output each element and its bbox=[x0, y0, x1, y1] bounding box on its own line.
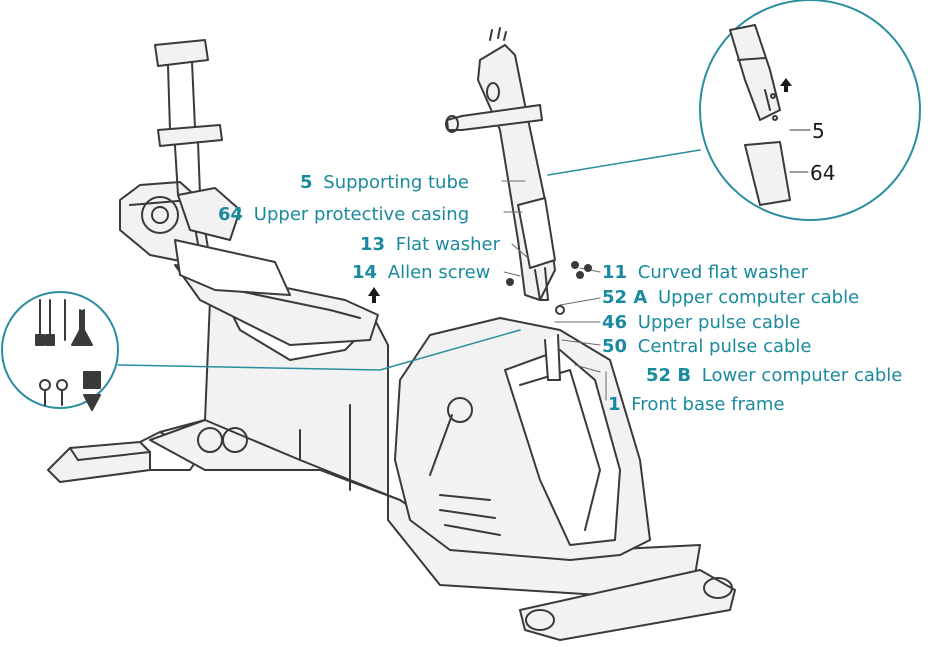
right-callout bbox=[547, 0, 921, 221]
label-curved-flat-washer: 11 Curved flat washer bbox=[602, 262, 809, 283]
front-housing bbox=[394, 317, 651, 561]
label-upper-pulse-cable: 46 Upper pulse cable bbox=[602, 312, 800, 333]
rear-base-foot bbox=[47, 431, 201, 483]
cable-connector-icon bbox=[35, 299, 101, 411]
label-allen-screw: 14 Allen screw bbox=[352, 262, 490, 283]
label-upper-computer-cable: 52 A Upper computer cable bbox=[602, 287, 859, 308]
front-upright bbox=[445, 27, 556, 301]
label-supporting-tube: 5 Supporting tube bbox=[300, 172, 469, 193]
front-base-frame bbox=[519, 569, 736, 641]
rear-handle-post bbox=[141, 39, 241, 241]
leader-lines bbox=[501, 180, 607, 401]
left-callout bbox=[1, 291, 521, 411]
callout-label-5: 5 bbox=[812, 119, 825, 143]
up-arrow-icon bbox=[368, 287, 380, 303]
label-front-base-frame: 1 Front base frame bbox=[608, 394, 785, 415]
up-arrow-icon bbox=[780, 78, 792, 92]
label-upper-protective-casing: 64 Upper protective casing bbox=[218, 204, 469, 225]
seat-assembly bbox=[119, 181, 379, 346]
callout-label-64: 64 bbox=[810, 161, 835, 185]
label-central-pulse-cable: 50 Central pulse cable bbox=[602, 336, 812, 357]
label-flat-washer: 13 Flat washer bbox=[360, 234, 501, 255]
label-lower-computer-cable: 52 B Lower computer cable bbox=[646, 365, 902, 386]
hardware bbox=[506, 261, 592, 315]
